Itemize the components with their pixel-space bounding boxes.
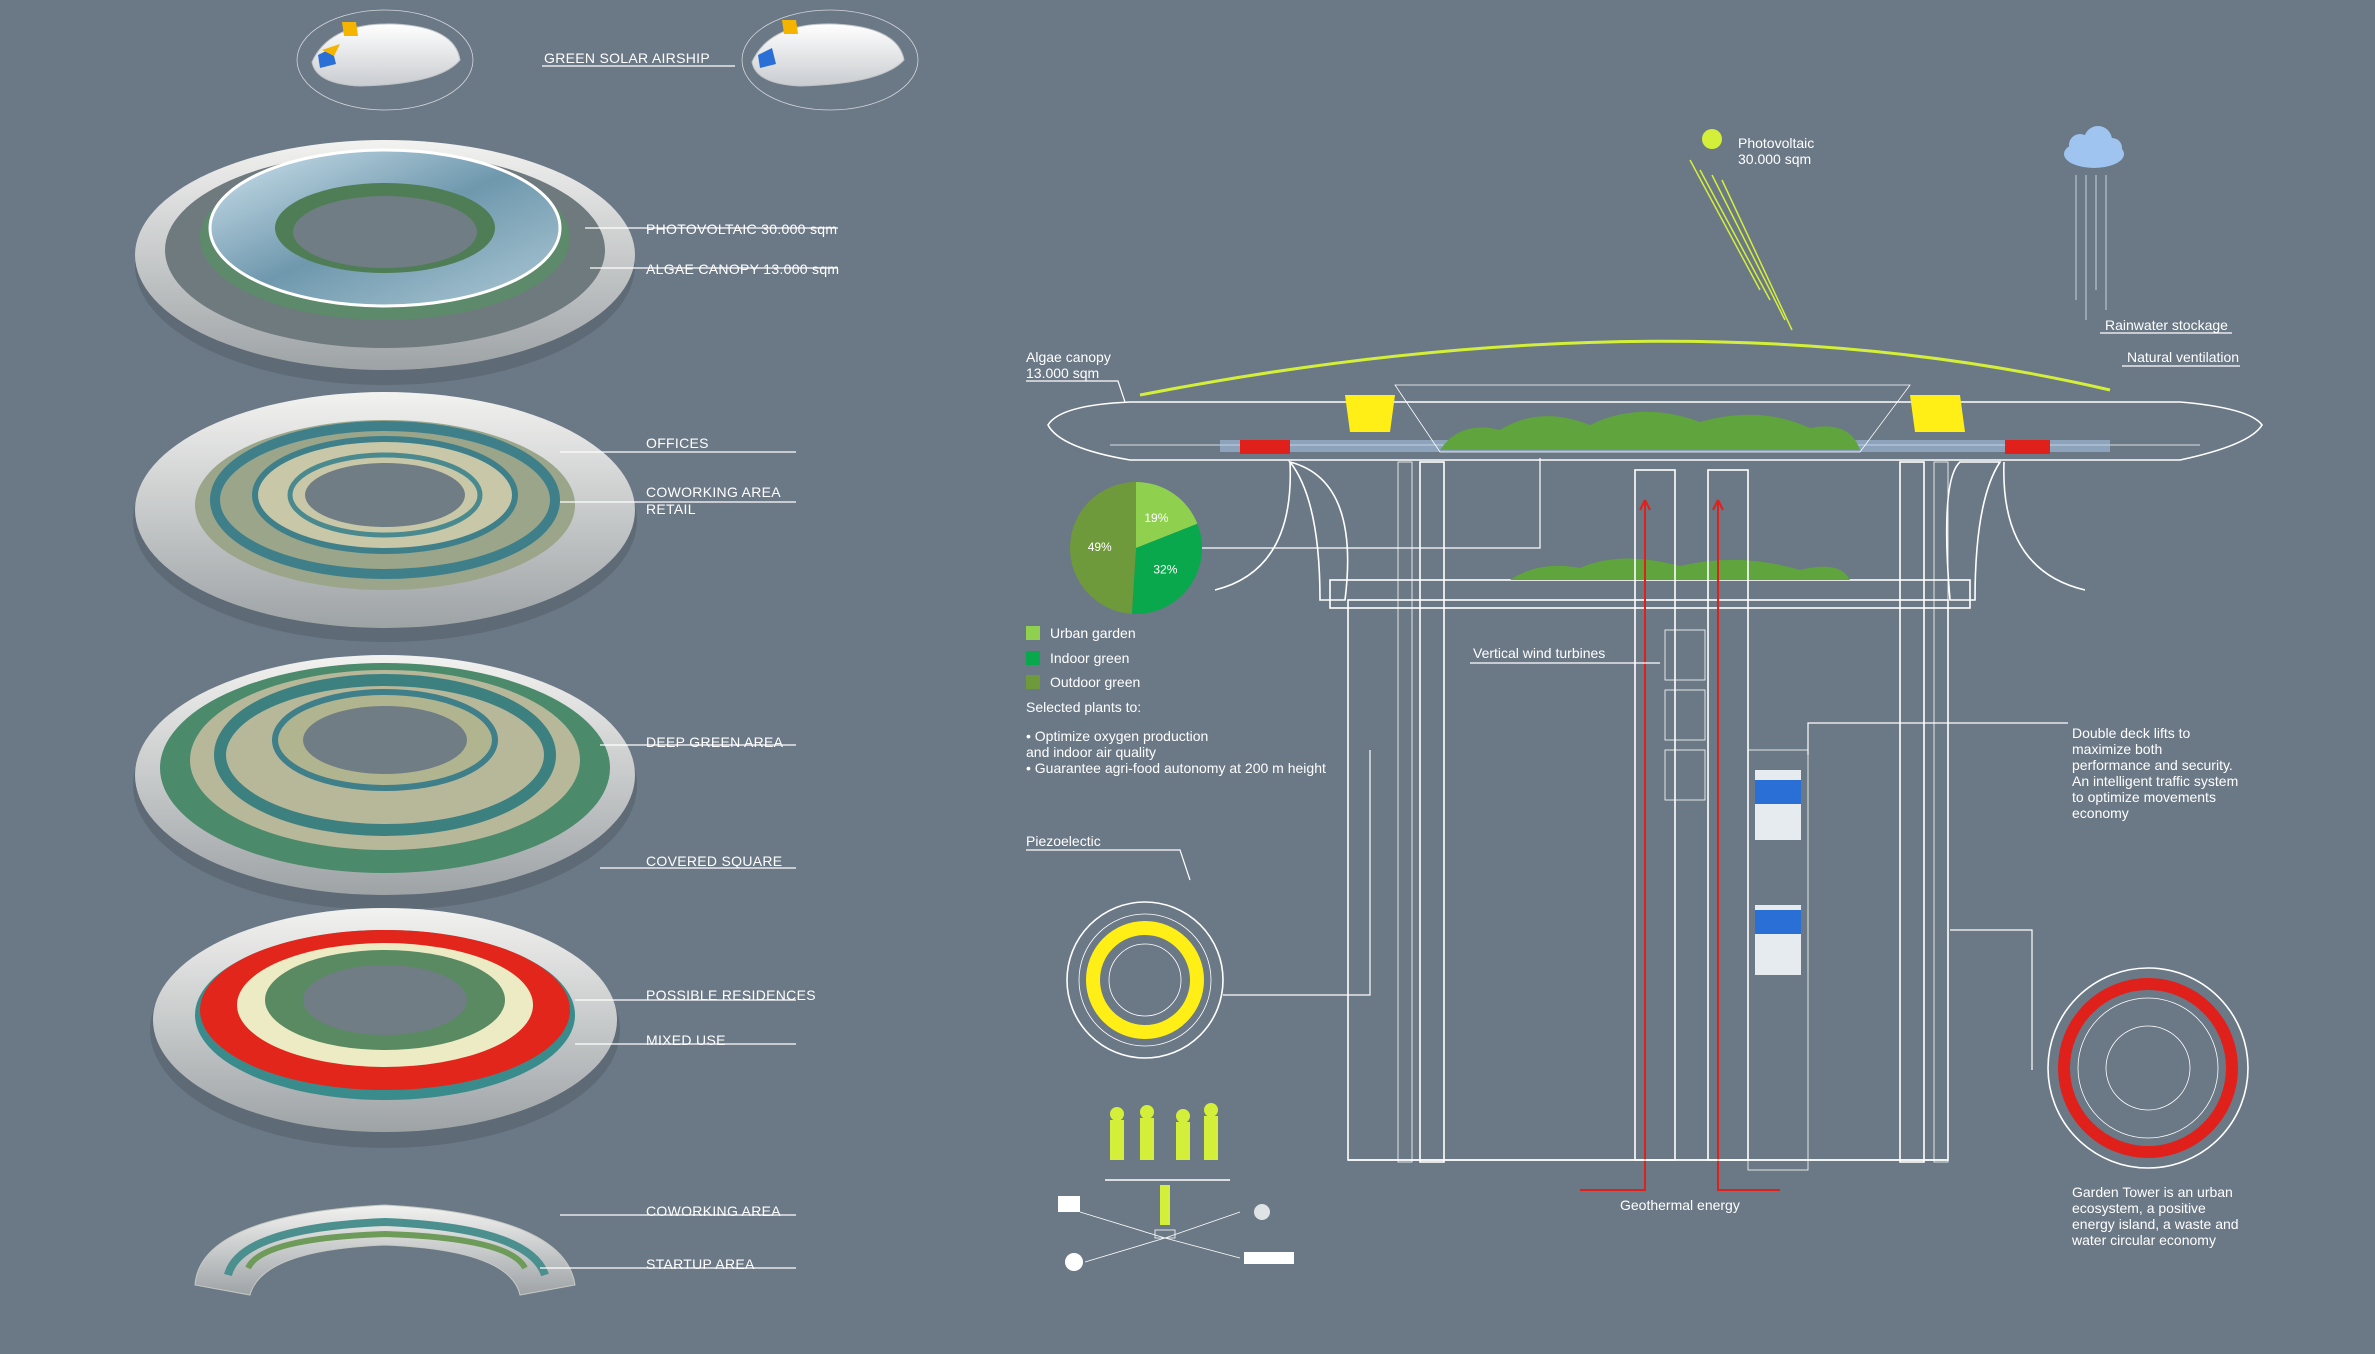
svg-text:economy: economy — [2072, 805, 2129, 821]
device-icon — [1065, 1253, 1083, 1271]
pie-label-2: 49% — [1088, 540, 1112, 554]
lamp-icon — [1254, 1204, 1270, 1220]
layer-deep-green — [133, 655, 637, 910]
plants-bullet-2: • Guarantee agri-food autonomy at 200 m … — [1026, 760, 1326, 776]
roof-algae-label: ALGAE CANOPY 13.000 sqm — [646, 261, 839, 277]
pie-slice-0 — [1136, 482, 1198, 548]
layer-startup — [194, 1204, 576, 1296]
wind-label: Vertical wind turbines — [1473, 645, 1605, 661]
plants-heading: Selected plants to: — [1026, 699, 1141, 715]
device-links — [1079, 1211, 1241, 1263]
cloud-icon — [2064, 126, 2124, 168]
pie-label-1: 32% — [1153, 562, 1177, 576]
photovoltaic-label-2: 30.000 sqm — [1738, 151, 1811, 167]
roof-pv-label: PHOTOVOLTAIC 30.000 sqm — [646, 221, 837, 237]
offices-label: OFFICES — [646, 435, 709, 451]
svg-text:to optimize movements: to optimize movements — [2072, 789, 2216, 805]
svg-text:Double deck lifts to: Double deck lifts to — [2072, 725, 2190, 741]
legend-indoor: Indoor green — [1050, 650, 1129, 666]
geothermal-label: Geothermal energy — [1620, 1197, 1740, 1213]
piezo-circle — [1066, 901, 1224, 1059]
svg-text:water circular economy: water circular economy — [2071, 1232, 2216, 1248]
algae-label-2: 13.000 sqm — [1026, 365, 1099, 381]
airship-left — [296, 9, 474, 111]
residences-label: POSSIBLE RESIDENCES — [646, 987, 816, 1003]
svg-text:An intelligent traffic system: An intelligent traffic system — [2072, 773, 2238, 789]
mixed-use-label: MIXED USE — [646, 1032, 726, 1048]
sun-icon — [1702, 129, 1722, 149]
algae-label-1: Algae canopy — [1026, 349, 1111, 365]
pie-legend: Urban garden Indoor green Outdoor green — [1026, 625, 1140, 690]
legend-urban: Urban garden — [1050, 625, 1136, 641]
people-icons — [1110, 1103, 1218, 1160]
sun-rays — [1689, 159, 1793, 331]
pie-leader — [1202, 458, 1541, 549]
pie-slice-2 — [1070, 482, 1136, 614]
covered-square-label: COVERED SQUARE — [646, 853, 782, 869]
startup-coworking-label: COWORKING AREA — [646, 1203, 781, 1219]
ventilation-label: Natural ventilation — [2127, 349, 2239, 365]
screen-icon — [1058, 1196, 1080, 1212]
lifts-text: Double deck lifts to maximize both perfo… — [2072, 725, 2238, 821]
tower-section — [1047, 339, 2263, 1191]
garden-text: Garden Tower is an urban ecosystem, a po… — [2071, 1184, 2239, 1248]
airship-label: GREEN SOLAR AIRSHIP — [544, 50, 710, 66]
svg-text:Garden Tower is an urban: Garden Tower is an urban — [2072, 1184, 2233, 1200]
plants-bullet-1a: • Optimize oxygen production — [1026, 728, 1208, 744]
pie-slice-1 — [1131, 523, 1202, 614]
svg-text:maximize both: maximize both — [2072, 741, 2162, 757]
layer-roof — [135, 140, 635, 385]
rainwater-label: Rainwater stockage — [2105, 317, 2228, 333]
piezo-label: Piezoelectic — [1026, 833, 1101, 849]
svg-text:performance and security.: performance and security. — [2072, 757, 2233, 773]
svg-text:ecosystem, a positive: ecosystem, a positive — [2072, 1200, 2206, 1216]
pie-label-0: 19% — [1144, 511, 1168, 525]
legend-swatch-indoor — [1026, 651, 1040, 665]
startup-label: STARTUP AREA — [646, 1256, 755, 1272]
battery-icon — [1244, 1252, 1294, 1264]
airship-right — [741, 9, 919, 111]
layer-residences — [150, 908, 620, 1148]
photovoltaic-label-1: Photovoltaic — [1738, 135, 1814, 151]
deep-green-label: DEEP GREEN AREA — [646, 734, 784, 750]
svg-text:energy island, a waste and: energy island, a waste and — [2072, 1216, 2239, 1232]
retail-label: RETAIL — [646, 501, 696, 517]
garden-circle — [2047, 967, 2249, 1169]
plants-bullet-1b: and indoor air quality — [1026, 744, 1156, 760]
legend-outdoor: Outdoor green — [1050, 674, 1140, 690]
rain-lines — [2075, 175, 2107, 320]
coworking-label: COWORKING AREA — [646, 484, 781, 500]
layer-offices — [133, 392, 637, 642]
legend-swatch-outdoor — [1026, 675, 1040, 689]
plants-pie-chart: 19% 32% 49% — [1070, 458, 1541, 614]
legend-swatch-urban — [1026, 626, 1040, 640]
